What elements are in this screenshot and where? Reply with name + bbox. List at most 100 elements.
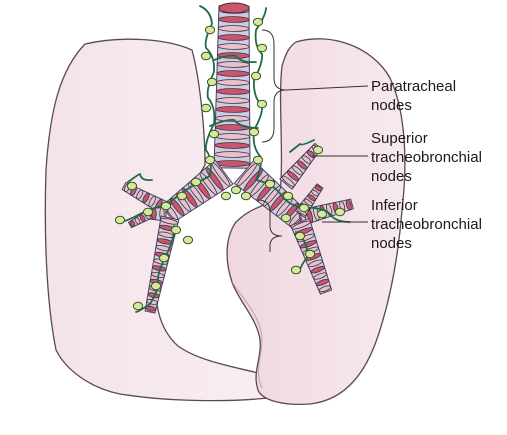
lymph-node [160, 201, 172, 211]
right-sub-branch-ring [303, 198, 313, 207]
right-main-bronchus-ring [262, 185, 282, 207]
lymph-node [334, 207, 346, 217]
left-lower-branch-ring [157, 231, 175, 238]
trachea-ring [215, 106, 251, 113]
left-upper-branch-ring [148, 195, 157, 208]
lymph-node [206, 77, 218, 87]
lymph-node [208, 129, 220, 139]
lymph-node [256, 99, 268, 109]
right-lower-branch-ring [307, 259, 323, 268]
trachea-ring [217, 34, 250, 41]
trachea-ring [214, 151, 251, 158]
right-lower-branch-ring [318, 285, 332, 293]
left-sub-branch-ring [134, 217, 141, 225]
right-mid-branch-ring [345, 199, 352, 211]
left-main-bronchus-ring [181, 187, 198, 208]
lymph-node [230, 185, 242, 195]
lymph-node [264, 179, 276, 189]
lymph-node [290, 265, 302, 275]
left-upper-branch-ring [136, 189, 144, 200]
lymph-node [158, 253, 170, 263]
lymph-node [170, 225, 182, 235]
superior-tracheobronchial-nodes-label: Superior tracheobronchial nodes [371, 129, 482, 186]
trachea [213, 5, 251, 169]
lymph-node [240, 191, 252, 201]
label-line: tracheobronchial [371, 149, 482, 166]
lymph-node [312, 145, 324, 155]
vessel-cross-2 [209, 118, 259, 129]
trachea-ring [216, 61, 250, 68]
left-main-bronchus-ring [187, 182, 205, 204]
paratracheal-leader [285, 85, 369, 91]
trachea-ring [215, 115, 251, 122]
vessel-right-trachea [252, 7, 267, 181]
right-upper-branch-ring [286, 170, 299, 182]
lymph-node [294, 231, 306, 241]
lymph-node [252, 17, 264, 27]
lymph-node [316, 209, 328, 219]
lymph-node [126, 181, 138, 191]
trachea-ring [218, 16, 250, 23]
lymph-node [114, 215, 126, 225]
left-lower-branch-ring [160, 218, 179, 225]
label-line: nodes [371, 97, 412, 114]
trachea-ring [214, 124, 251, 131]
right-lower-branch-ring [310, 266, 325, 274]
right-lower-branch-ring [299, 240, 317, 249]
lymph-node [190, 177, 202, 187]
right-sub-branch-ring [311, 189, 319, 197]
trachea-opening [218, 2, 250, 14]
lymph-node [200, 103, 212, 113]
lymph-node [200, 51, 212, 61]
lymph-node [142, 207, 154, 217]
paratracheal-nodes-label: Paratracheal nodes [371, 77, 456, 115]
right-sub-branch-ring [307, 194, 316, 202]
trachea-ring [214, 133, 251, 140]
right-lower-branch-ring [315, 278, 330, 286]
trachea-ring [215, 88, 250, 95]
lymph-node [182, 235, 194, 245]
lymph-node [256, 43, 268, 53]
lymph-node [298, 203, 310, 213]
hilum-bracket [257, 199, 283, 252]
lymph-node [150, 281, 162, 291]
right-upper-branch-ring [281, 175, 295, 187]
vessel-left-lower [135, 225, 175, 313]
lymph-node [250, 71, 262, 81]
label-line: tracheobronchial [371, 216, 482, 233]
trachea-ring [217, 25, 250, 32]
left-lower-branch-ring [156, 238, 174, 245]
inferior-tracheobronchial-nodes-label: Inferior tracheobronchial nodes [371, 196, 482, 253]
label-line: Paratracheal [371, 78, 457, 95]
lymph-node [204, 155, 216, 165]
right-upper-branch-ring [296, 160, 308, 170]
lymph-node [220, 191, 232, 201]
left-lower-branch-ring [155, 245, 172, 252]
lymph-node [282, 191, 294, 201]
trachea-ring [216, 70, 250, 77]
lung-fissure-line [231, 281, 263, 389]
trachea-ring [214, 142, 251, 149]
right-lower-branch-ring [313, 272, 328, 280]
label-line: nodes [371, 235, 412, 252]
vessel-right-upper [289, 139, 315, 153]
left-sub-branch-ring [129, 220, 136, 227]
label-line: Inferior [371, 197, 418, 214]
label-line: Superior [371, 130, 428, 147]
label-line: nodes [371, 168, 412, 185]
lymph-nodes [114, 17, 346, 311]
lymph-node [248, 127, 260, 137]
lymph-node [132, 301, 144, 311]
label-leaders [257, 29, 369, 252]
trachea-ring [215, 97, 250, 104]
right-lower-branch-ring [291, 220, 311, 230]
lymph-node [204, 25, 216, 35]
vessel-left-upper [127, 173, 153, 183]
lymph-node [176, 191, 188, 201]
lymph-node [252, 155, 264, 165]
vessel-cross-1 [213, 54, 257, 64]
right-upper-branch-ring [301, 155, 312, 164]
trachea-ring [216, 79, 250, 86]
left-main-bronchus-ring [170, 197, 185, 217]
